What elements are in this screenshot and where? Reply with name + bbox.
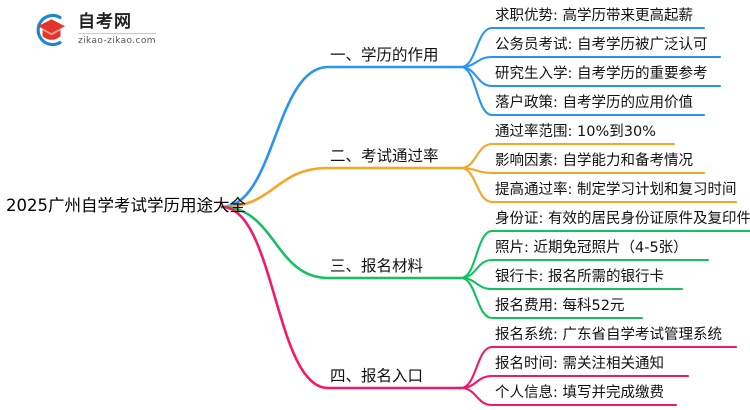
graduation-cap-icon [30,11,72,49]
leaf-node-1-2[interactable]: 公务员考试: 自考学历被广泛认可 [495,37,708,53]
branch-node-3[interactable]: 三、报名材料 [330,257,424,275]
branch-node-1[interactable]: 一、学历的作用 [330,46,439,64]
leaf-node-1-3[interactable]: 研究生入学: 自考学历的重要参考 [495,66,708,82]
root-node[interactable]: 2025广州自学考试学历用途大全 [6,196,246,215]
branch-node-2[interactable]: 二、考试通过率 [330,147,439,165]
leaf-node-2-1[interactable]: 通过率范围: 10%到30% [495,124,656,140]
leaf-node-2-3[interactable]: 提高通过率: 制定学习计划和复习时间 [495,182,737,198]
branch-node-4[interactable]: 四、报名入口 [330,367,424,385]
leaf-node-1-4[interactable]: 落户政策: 自考学历的应用价值 [495,95,693,111]
leaf-node-4-2[interactable]: 报名时间: 需关注相关通知 [495,356,664,372]
leaf-node-3-2[interactable]: 照片: 近期免冠照片（4-5张） [495,240,688,256]
logo-domain: zikao-zikao.com [78,36,156,46]
leaf-node-3-3[interactable]: 银行卡: 报名所需的银行卡 [495,269,664,285]
logo-title: 自考网 [78,14,156,34]
leaf-node-3-1[interactable]: 身份证: 有效的居民身份证原件及复印件 [495,211,750,227]
leaf-node-3-4[interactable]: 报名费用: 每科52元 [495,298,625,314]
site-logo: 自考网 zikao-zikao.com [30,11,156,49]
leaf-node-4-3[interactable]: 个人信息: 填写并完成缴费 [495,385,664,401]
leaf-node-2-2[interactable]: 影响因素: 自学能力和备考情况 [495,153,693,169]
leaf-node-4-1[interactable]: 报名系统: 广东省自学考试管理系统 [495,327,722,343]
leaf-node-1-1[interactable]: 求职优势: 高学历带来更高起薪 [495,8,693,24]
logo-text-block: 自考网 zikao-zikao.com [78,14,156,46]
